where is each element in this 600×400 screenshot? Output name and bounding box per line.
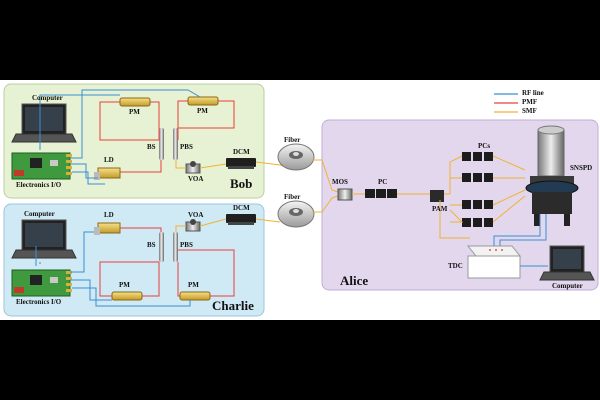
bob-smf-2 bbox=[199, 163, 227, 169]
charlie-voa-label: VOA bbox=[188, 211, 204, 219]
alice-smf-2 bbox=[444, 155, 464, 223]
charlie-rf-line-3 bbox=[70, 279, 112, 301]
charlie-ld-label: LD bbox=[104, 211, 114, 219]
bob-dcm-label: DCM bbox=[233, 148, 250, 156]
charlie-computer-icon bbox=[11, 219, 77, 259]
charlie-pmf-ld bbox=[120, 227, 162, 232]
bob-dcm-icon bbox=[226, 158, 256, 169]
charlie-phase-modulator-2-icon bbox=[179, 291, 211, 301]
snspd-cryostat-icon bbox=[525, 125, 579, 226]
bob-polarization-beam-splitter-icon bbox=[173, 128, 178, 160]
charlie-electronics-board-icon bbox=[11, 269, 72, 297]
pam-module-icon bbox=[430, 190, 444, 202]
charlie-bs-label: BS bbox=[147, 241, 156, 249]
bob-electronics-label: Electronics I/O bbox=[16, 181, 62, 189]
alice-rf-1 bbox=[493, 214, 541, 246]
bob-bs-label: BS bbox=[147, 143, 156, 151]
alice-computer-label: Computer bbox=[552, 282, 583, 290]
charlie-pmf-loop bbox=[99, 261, 160, 297]
alice-rf-2 bbox=[499, 214, 547, 246]
alice-computer-icon bbox=[539, 245, 595, 281]
fiber-bottom-label: Fiber bbox=[284, 193, 301, 201]
legend-rf-label: RF line bbox=[522, 89, 544, 97]
pcs-label: PCs bbox=[478, 142, 491, 150]
channel-smf-bottom bbox=[312, 195, 339, 213]
bob-rf-line-2 bbox=[70, 89, 201, 159]
charlie-polarization-beam-splitter-icon bbox=[173, 232, 178, 262]
fiber-spool-top-icon bbox=[277, 143, 315, 171]
legend-smf-label: SMF bbox=[522, 107, 537, 115]
bob-pbs-label: PBS bbox=[180, 143, 193, 151]
charlie-pm1-label: PM bbox=[119, 281, 130, 289]
charlie-voa-icon bbox=[185, 219, 201, 232]
charlie-phase-modulator-1-icon bbox=[111, 291, 143, 301]
mos-switch-icon bbox=[337, 188, 353, 201]
bob-computer-icon bbox=[11, 103, 77, 143]
bob-phase-modulator-2-icon bbox=[187, 96, 219, 106]
charlie-computer-label: Computer bbox=[24, 210, 55, 218]
bob-rf-line-4 bbox=[72, 171, 105, 185]
alice-smf-4 bbox=[439, 200, 470, 239]
bob-rf-line-1 bbox=[39, 94, 120, 150]
bob-laser-diode-icon bbox=[94, 167, 121, 180]
charlie-dcm-icon bbox=[226, 214, 256, 225]
alice-title: Alice bbox=[340, 273, 369, 288]
bob-electronics-board-icon bbox=[11, 152, 72, 180]
mos-label: MOS bbox=[332, 178, 348, 186]
charlie-title: Charlie bbox=[212, 298, 254, 313]
charlie-rf-line-4 bbox=[72, 287, 191, 307]
pam-label: PAM bbox=[432, 205, 448, 213]
charlie-dcm-label: DCM bbox=[233, 204, 250, 212]
charlie-smf-2 bbox=[199, 218, 227, 227]
bob-pm2-label: PM bbox=[197, 107, 208, 115]
alice-pc-icon bbox=[365, 189, 397, 198]
charlie-pbs-label: PBS bbox=[180, 241, 193, 249]
legend-pmf-label: PMF bbox=[522, 98, 538, 106]
charlie-rf-line-1 bbox=[35, 246, 41, 266]
alice-smf-3 bbox=[492, 155, 526, 223]
bob-pmf-ld bbox=[120, 160, 162, 173]
fiber-spool-bottom-icon bbox=[277, 200, 315, 228]
charlie-rf-line-2 bbox=[70, 231, 94, 273]
bob-pmf-loop-2 bbox=[177, 100, 235, 140]
fiber-top-label: Fiber bbox=[284, 136, 301, 144]
bob-smf-1 bbox=[175, 160, 186, 169]
bob-pmf-loop bbox=[99, 101, 160, 141]
snspd-label: SNSPD bbox=[570, 164, 593, 172]
bob-ld-label: LD bbox=[104, 156, 114, 164]
charlie-pmf-loop-2 bbox=[177, 249, 235, 297]
charlie-laser-diode-icon bbox=[94, 222, 121, 235]
bob-title: Bob bbox=[230, 176, 253, 191]
channel-smf-top bbox=[312, 159, 339, 193]
charlie-electronics-label: Electronics I/O bbox=[16, 298, 62, 306]
charlie-smf-1 bbox=[175, 225, 186, 232]
tdc-box-icon bbox=[466, 245, 522, 279]
bob-voa-label: VOA bbox=[188, 175, 204, 183]
charlie-pm2-label: PM bbox=[188, 281, 199, 289]
charlie-smf-3 bbox=[255, 218, 281, 223]
bob-computer-label: Computer bbox=[32, 94, 63, 102]
bob-phase-modulator-1-icon bbox=[119, 97, 151, 107]
bob-rf-line-3 bbox=[70, 163, 98, 179]
tdc-label: TDC bbox=[448, 262, 463, 270]
pcs-array-icon bbox=[462, 152, 493, 227]
bob-pm1-label: PM bbox=[129, 108, 140, 116]
pc-label: PC bbox=[378, 178, 388, 186]
bob-beam-splitter-icon bbox=[159, 128, 164, 160]
charlie-beam-splitter-icon bbox=[159, 232, 164, 262]
